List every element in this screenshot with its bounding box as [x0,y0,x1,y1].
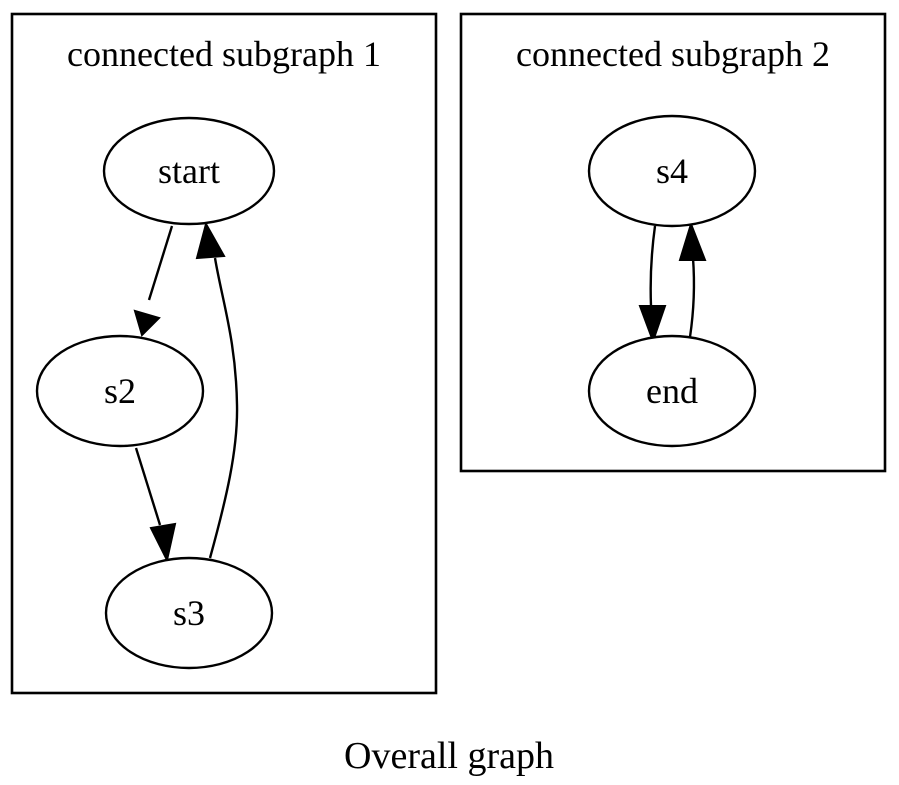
node-end-label: end [646,371,698,411]
edge-start-to-s2-arrowhead [133,309,161,337]
edge-end-to-s4-line [688,257,696,338]
cluster-1-title: connected subgraph 1 [67,34,381,74]
node-start-ellipse [102,116,276,226]
edge-s2-to-s3 [134,447,177,563]
edge-start-to-s2 [133,225,174,337]
graph-caption: Overall graph [344,735,554,777]
edge-s3-to-start-arrowhead [195,221,226,260]
edge-s3-to-start [195,221,239,559]
node-end-ellipse [587,334,757,448]
node-start-label: start [158,151,220,191]
edge-end-to-s4 [678,220,707,338]
cluster-2-title: connected subgraph 2 [516,34,830,74]
edge-s2-to-s3-arrowhead [149,522,177,563]
edge-s4-to-end-arrowhead [638,305,667,344]
node-s2-label: s2 [104,371,136,411]
node-s4-label: s4 [656,151,688,191]
edge-s3-to-start-line [208,257,239,559]
node-s4-ellipse [587,114,757,228]
node-s4: s4 [587,114,757,228]
node-start: start [102,116,276,226]
node-s3: s3 [104,556,274,670]
node-s2: s2 [35,334,205,448]
node-s3-label: s3 [173,593,205,633]
edge-s4-to-end-line [649,225,657,307]
edge-s4-to-end [638,225,667,344]
node-s2-ellipse [35,334,205,448]
node-end: end [587,334,757,448]
node-s3-ellipse [104,556,274,670]
edge-s2-to-s3-line [134,447,162,526]
edge-end-to-s4-arrowhead [678,220,707,261]
edge-start-to-s2-line [147,225,174,301]
